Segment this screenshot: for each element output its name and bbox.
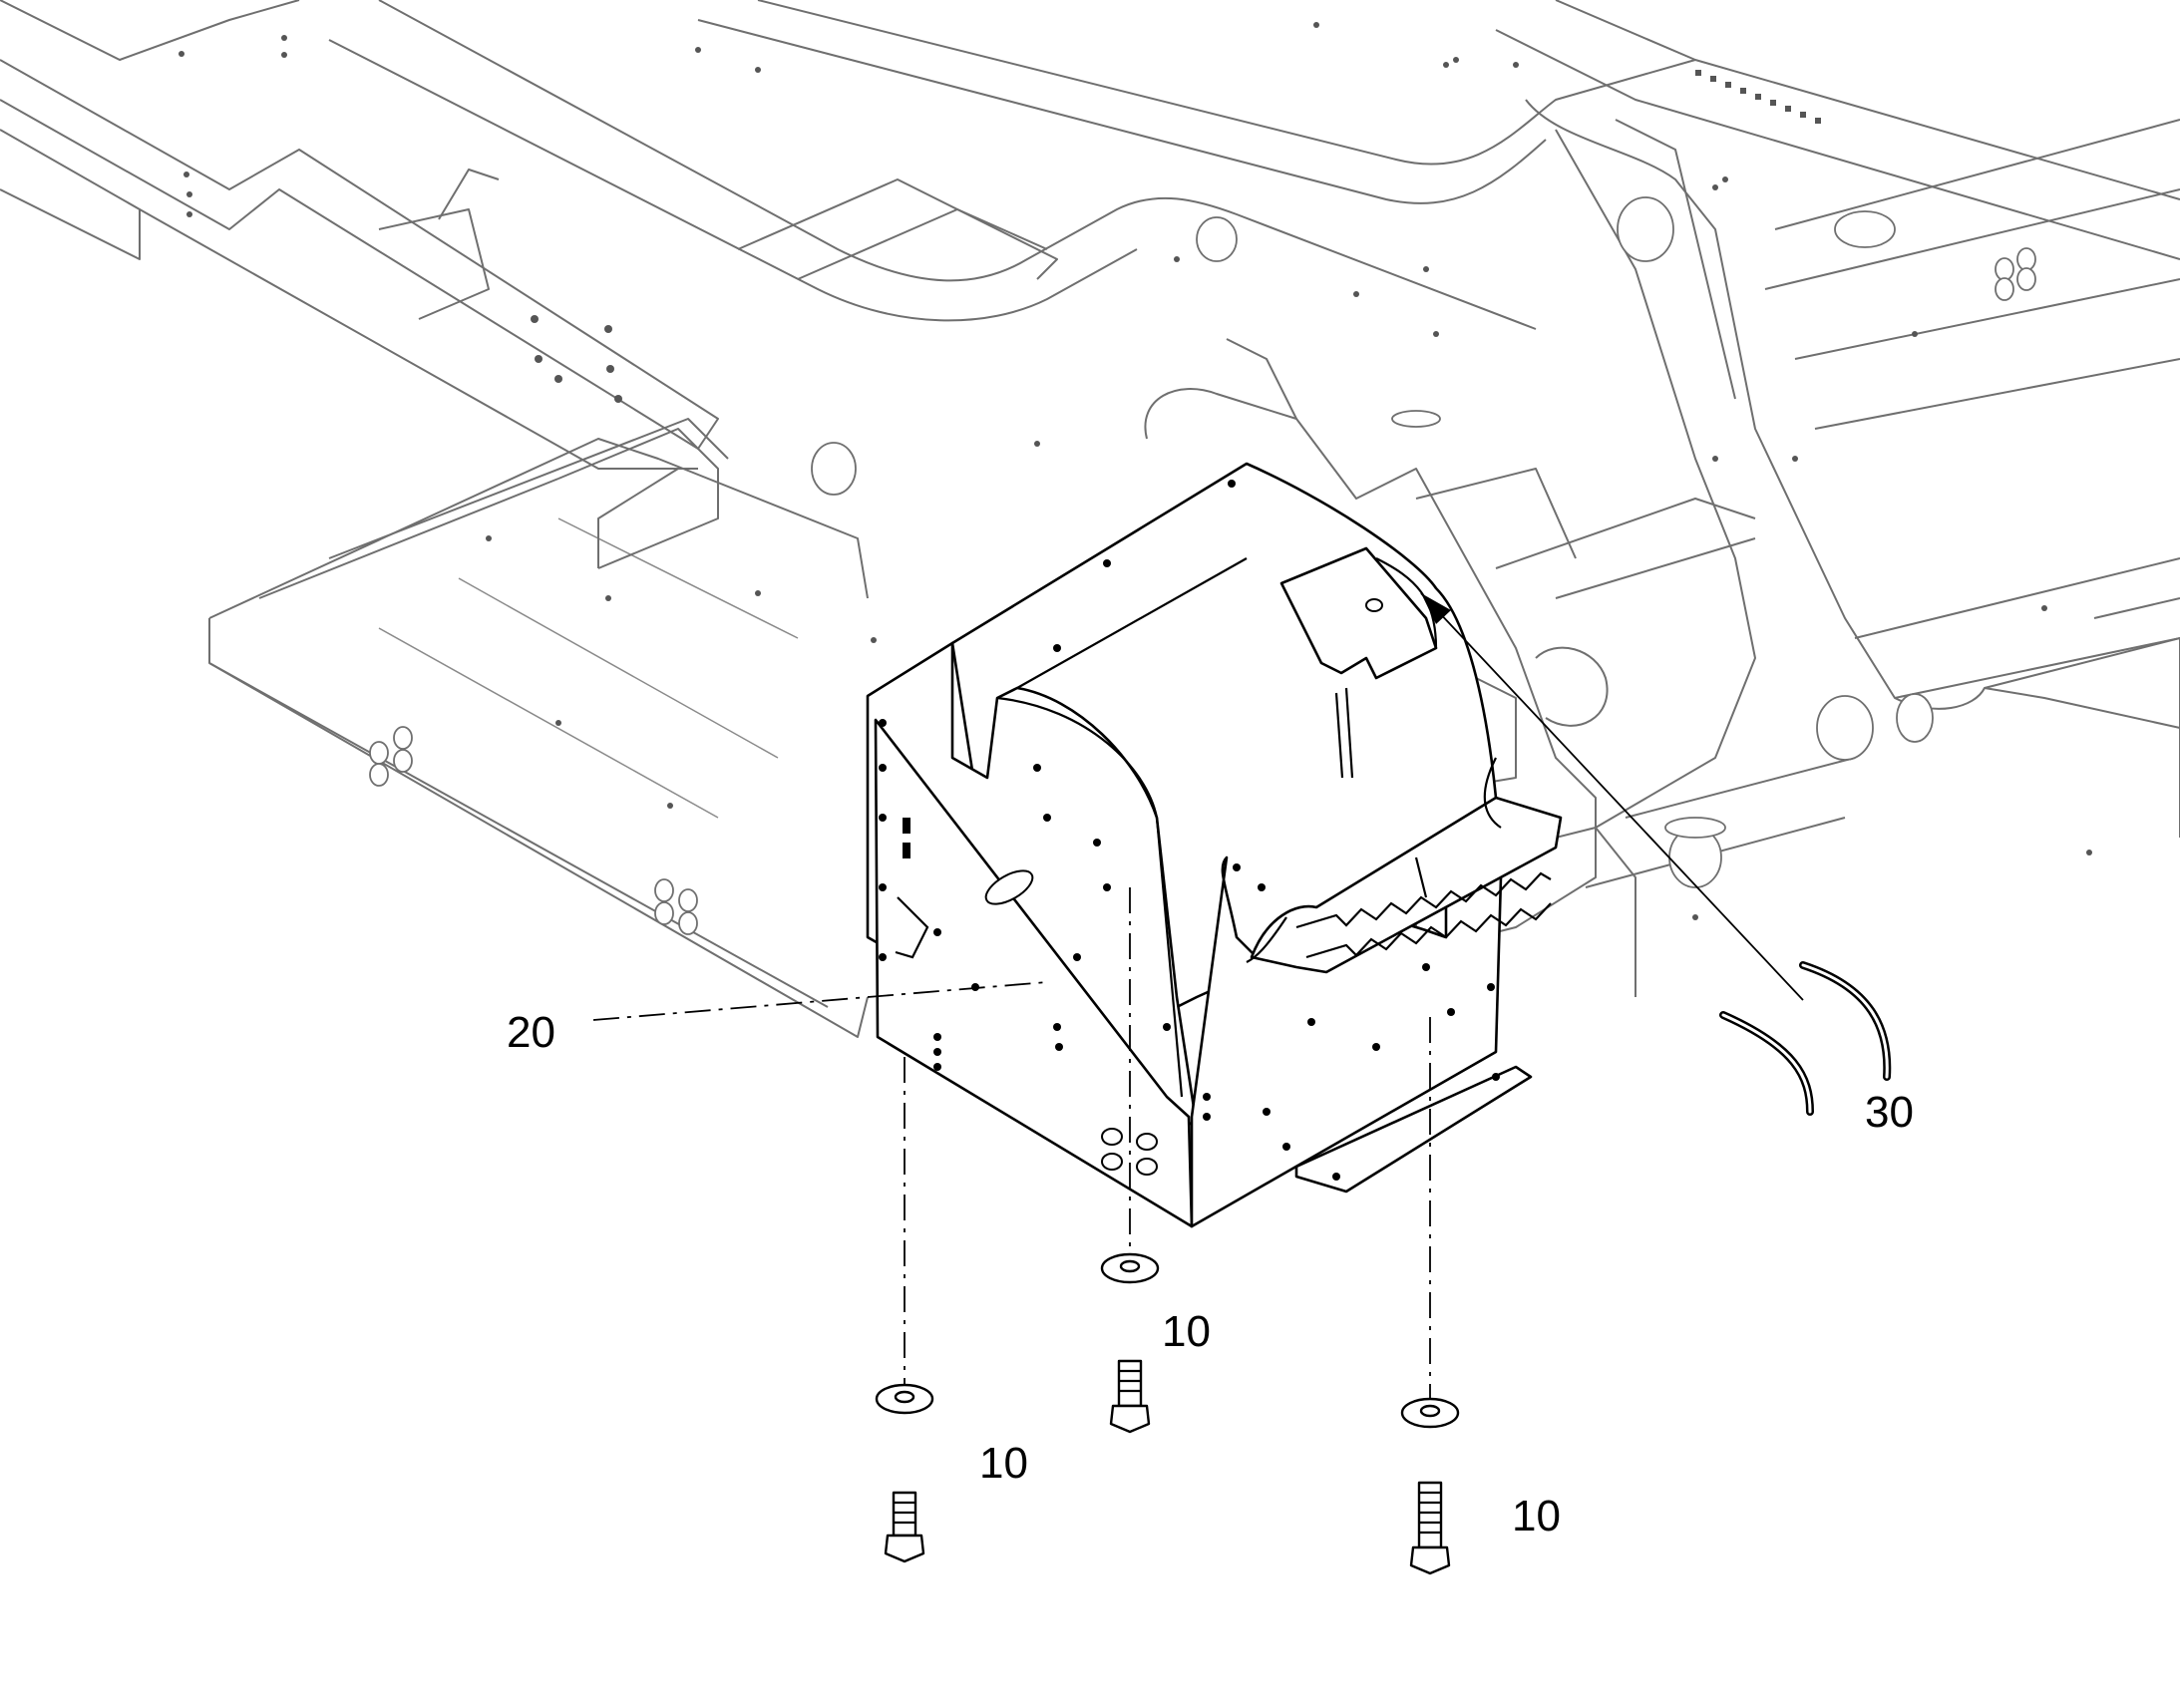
callout-item-10-center: 10 xyxy=(1162,1307,1211,1356)
bolt-washer-set-right xyxy=(1400,1397,1460,1575)
callout-item-20: 20 xyxy=(507,1008,555,1057)
callout-item-30: 30 xyxy=(1865,1088,1914,1137)
callout-item-10-right: 10 xyxy=(1512,1492,1561,1540)
leader-arrowhead xyxy=(1421,593,1451,624)
bolt-washer-set-center xyxy=(1100,1252,1160,1434)
seal-strips-item-30 xyxy=(1719,961,1892,1116)
bolt-washer-set-left xyxy=(875,1383,934,1563)
leader-lines xyxy=(592,592,1804,1406)
toolbox-assembly-item-20 xyxy=(866,462,1563,1228)
callout-item-10-left: 10 xyxy=(979,1439,1028,1488)
